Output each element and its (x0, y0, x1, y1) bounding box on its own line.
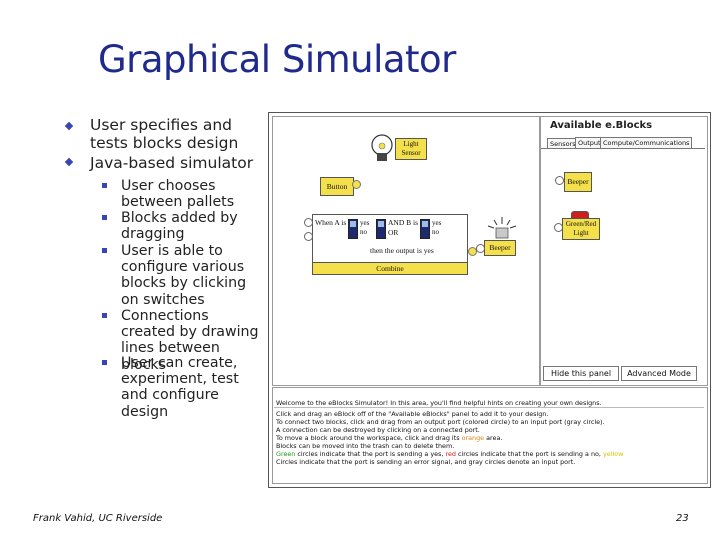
hints-area (272, 387, 708, 484)
footer-author: Frank Vahid, UC Riverside (33, 513, 163, 524)
hint-red-word: red (445, 450, 456, 458)
bullet-text: Java-based simulator (90, 154, 254, 172)
b-yes-label: yes (432, 219, 442, 227)
then-output-label: then the output is yes (370, 246, 434, 255)
page-number: 23 (676, 513, 689, 524)
light-sensor-block[interactable]: Light Sensor (395, 138, 427, 160)
beeper-input-port[interactable] (555, 176, 564, 185)
button-output-port[interactable] (352, 180, 361, 189)
sub-bullet-text: User can create, experiment, test and co… (121, 355, 239, 420)
light-input-port[interactable] (554, 223, 563, 232)
combine-bar[interactable]: Combine (312, 262, 468, 275)
switch-b[interactable] (420, 219, 430, 239)
green-red-light-block[interactable]: Green/Red Light (562, 218, 600, 240)
sub-bullet-marker (102, 313, 107, 318)
beeper-sound-icon (484, 214, 520, 242)
beeper-block[interactable]: Beeper (564, 172, 592, 192)
green-red-light-label: Green/Red Light (565, 220, 597, 237)
sub-bullet-text: User chooses between pallets (121, 178, 235, 211)
button-block[interactable]: Button (320, 177, 354, 196)
beeper-label: Beeper (567, 177, 589, 186)
when-a-label: When A is (315, 218, 347, 227)
and-b-label: AND B is (388, 218, 419, 227)
switch-a[interactable] (348, 219, 358, 239)
or-label: OR (388, 228, 399, 237)
hint-orange-word: orange (461, 434, 485, 442)
sub-bullet-marker (102, 248, 107, 253)
hint-text: To move a block around the workspace, cl… (276, 434, 460, 442)
workspace-beeper-block[interactable]: Beeper (484, 240, 516, 256)
bullet-marker (64, 157, 74, 167)
bullet-marker (64, 121, 74, 131)
available-eblocks-panel (540, 116, 708, 386)
lightbulb-icon (369, 133, 395, 165)
a-yes-label: yes (360, 219, 370, 227)
switch-a-knob (350, 221, 356, 227)
a-no-label: no (360, 228, 367, 236)
sub-bullet-text: Blocks added by dragging (121, 210, 238, 243)
hint-line: Circles indicate that the port is sendin… (276, 458, 576, 466)
switch-and-or-knob (378, 221, 384, 227)
switch-and-or[interactable] (376, 219, 386, 239)
welcome-message: Welcome to the eBlocks Simulator! In thi… (276, 399, 602, 407)
combine-input-a-port[interactable] (304, 218, 313, 227)
hint-line: To move a block around the workspace, cl… (276, 434, 502, 442)
button-block-label: Button (326, 182, 348, 191)
hint-text: area. (486, 434, 503, 442)
b-no-label: no (432, 228, 439, 236)
workspace-beeper-label: Beeper (489, 243, 511, 252)
hint-line: To connect two blocks, click and drag fr… (276, 418, 605, 426)
bullet-text: User specifies and tests blocks design (90, 116, 239, 152)
workspace-beeper-input-port[interactable] (476, 244, 485, 253)
hint-line: Click and drag an eBlock off of the "Ava… (276, 410, 549, 418)
switch-b-knob (422, 221, 428, 227)
sub-bullet-text: Connections created by drawing lines bet… (121, 308, 259, 373)
hint-line: Blocks can be moved into the trash can t… (276, 442, 455, 450)
tab-compute[interactable]: Compute/Communications (600, 137, 693, 148)
hint-text: circles indicate that the port is sendin… (458, 450, 601, 458)
hint-yellow-word: yellow (602, 450, 624, 458)
tab-divider (541, 148, 705, 149)
hint-line: A connection can be destroyed by clickin… (276, 426, 480, 434)
sub-bullet-marker (102, 183, 107, 188)
hide-panel-button[interactable]: Hide this panel (543, 366, 619, 381)
hint-line: Green circles indicate that the port is … (276, 450, 623, 458)
sub-bullet-marker (102, 215, 107, 220)
light-sensor-label: Light Sensor (401, 140, 421, 157)
sub-bullet-marker (102, 360, 107, 365)
combine-block[interactable] (312, 214, 468, 264)
combine-label: Combine (376, 264, 404, 273)
sub-bullet-text: User is able to configure various blocks… (121, 243, 247, 308)
panel-title: Available e.Blocks (550, 120, 653, 131)
slide-title: Graphical Simulator (98, 38, 456, 81)
hint-green-word: Green (276, 450, 296, 458)
advanced-mode-button[interactable]: Advanced Mode (621, 366, 697, 381)
combine-input-b-port[interactable] (304, 232, 313, 241)
hint-text: circles indicate that the port is sendin… (297, 450, 444, 458)
hints-divider (274, 407, 704, 408)
